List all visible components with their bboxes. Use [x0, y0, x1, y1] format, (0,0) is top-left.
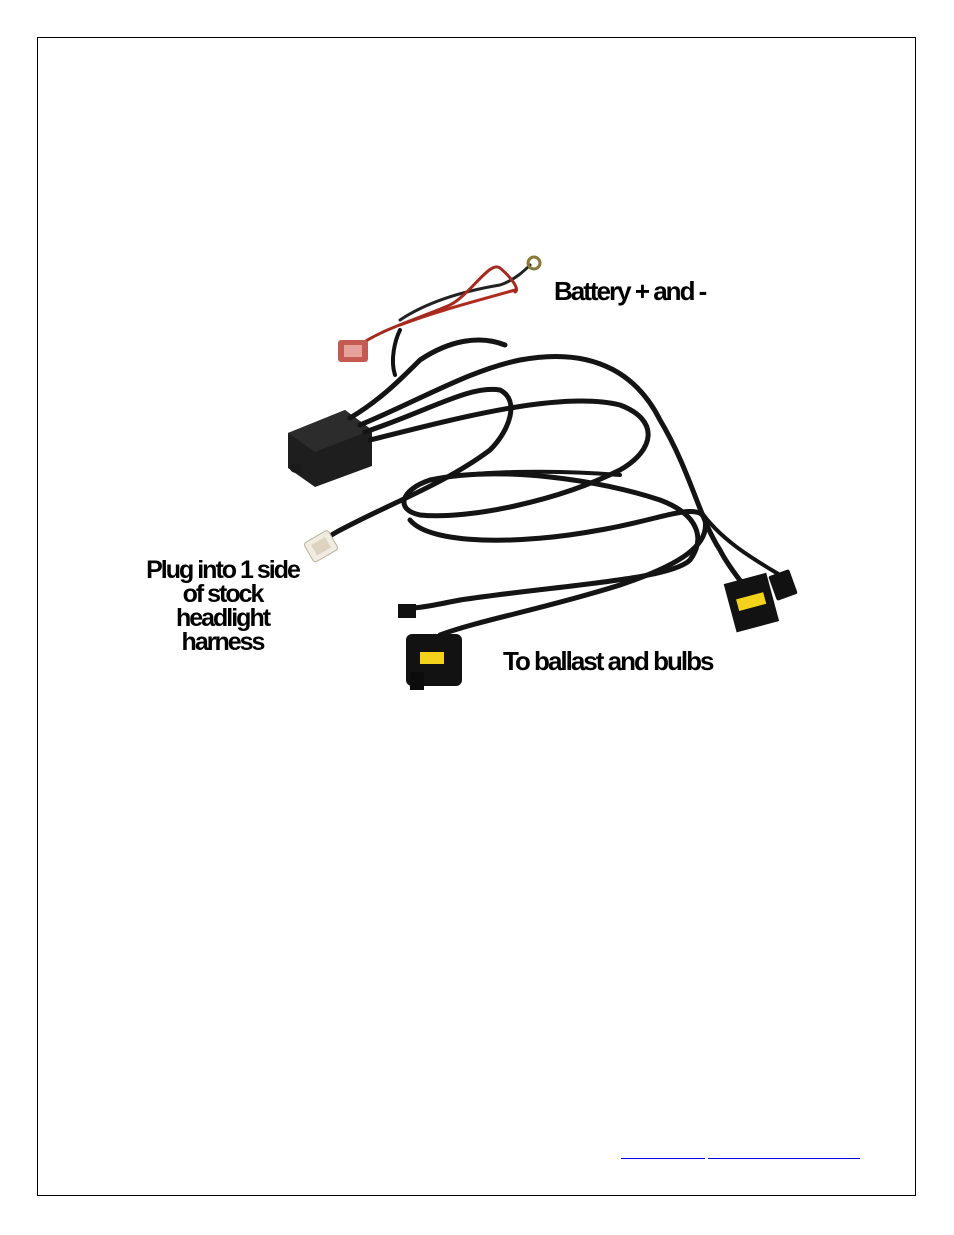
- small-connector-right: [768, 569, 798, 601]
- bulb-connector-left: [406, 634, 462, 690]
- harness-wires: [322, 337, 782, 638]
- plug-label: Plug into 1 side of stock headlight harn…: [146, 556, 301, 656]
- ring-terminal: [526, 255, 542, 271]
- battery-label: Battery + and -: [554, 276, 707, 306]
- stock-harness-plug: [303, 530, 339, 563]
- footer-link-2[interactable]: [708, 1149, 860, 1159]
- footer-link-1[interactable]: [621, 1149, 705, 1159]
- page-border: [37, 37, 916, 1196]
- ballast-label: To ballast and bulbs: [503, 646, 714, 676]
- small-connector-left: [398, 604, 416, 618]
- fuse-connector: [338, 340, 368, 362]
- bulb-connector-right: [723, 572, 780, 633]
- footer-links: [621, 1148, 860, 1162]
- battery-wires: [358, 263, 532, 377]
- relay-box: [288, 410, 372, 487]
